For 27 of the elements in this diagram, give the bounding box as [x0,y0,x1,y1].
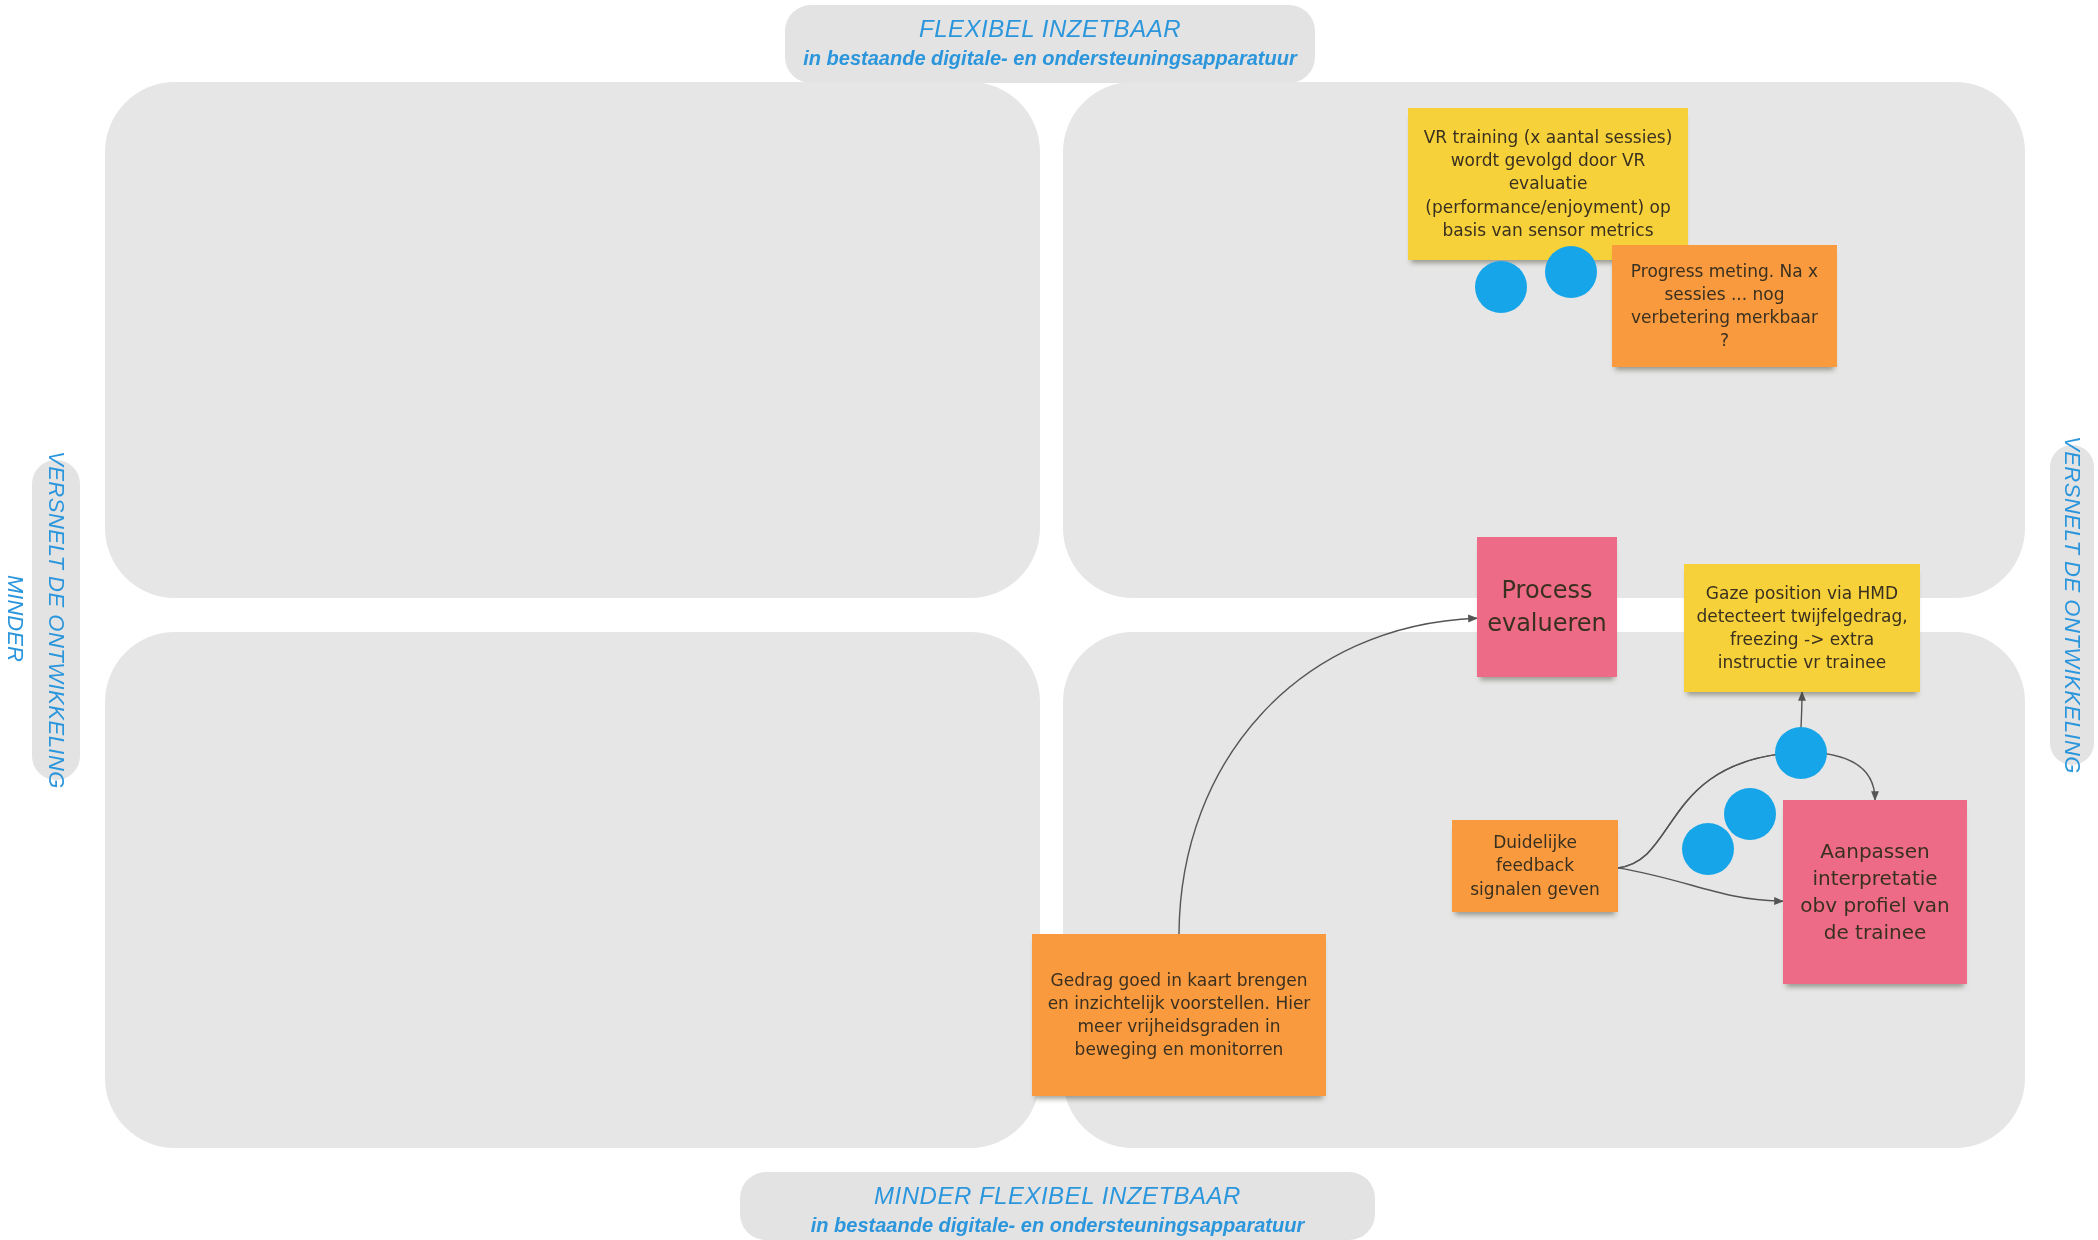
sticky-note [1684,564,1920,692]
note-text: Progress meting. Na x sessies ... nog verbetering merkbaar ? [1629,259,1820,353]
axis-title: FLEXIBEL INZETBAAR [919,14,1181,43]
note-text: Gedrag goed in kaart brengen en inzichtelijk voorstellen. Hier meer vrijheidsgraden in beweging en monitorren [1046,968,1312,1062]
sticky-note [1783,800,1967,984]
axis-label-pill [785,5,1315,83]
axis-subtitle: in bestaande digitale- en ondersteuningsapparatuur [803,47,1297,70]
axis-title: MINDER FLEXIBEL INZETBAAR [874,1181,1241,1210]
axis-label-pill [740,1172,1375,1240]
axis-subtitle: in bestaande digitale- en ondersteuningsapparatuur [810,1214,1305,1237]
note-text: Gaze position via HMD detecteert twijfelgedrag, freezing -> extra instructie vr trainee [1696,581,1908,675]
axis-title: VERSNELT DE ONTWIKKELING [43,451,69,789]
note-text: VR training (x aantal sessies) wordt gevolgd door VR evaluatie (performance/enjoyment) op basis van sensor metrics [1422,126,1674,242]
arrow [1178,615,1478,935]
note-text: Process evalueren [1487,575,1607,639]
sticky-note [1477,537,1617,677]
note-text: Duidelijke feedback signalen geven [1469,831,1601,901]
axis-title: MINDER [2,575,28,662]
axis-title: VERSNELT DE ONTWIKKELING [2059,436,2085,774]
sticky-note [1408,108,1688,260]
sticky-note [1032,934,1326,1096]
note-text: Aanpassen interpretatie obv profiel van de trainee [1799,837,1951,947]
arrow [1617,867,1784,905]
sticky-note [1612,245,1837,367]
quadrant-panel [105,82,1040,598]
sticky-note [1452,820,1618,912]
quadrant-panel [105,632,1040,1148]
